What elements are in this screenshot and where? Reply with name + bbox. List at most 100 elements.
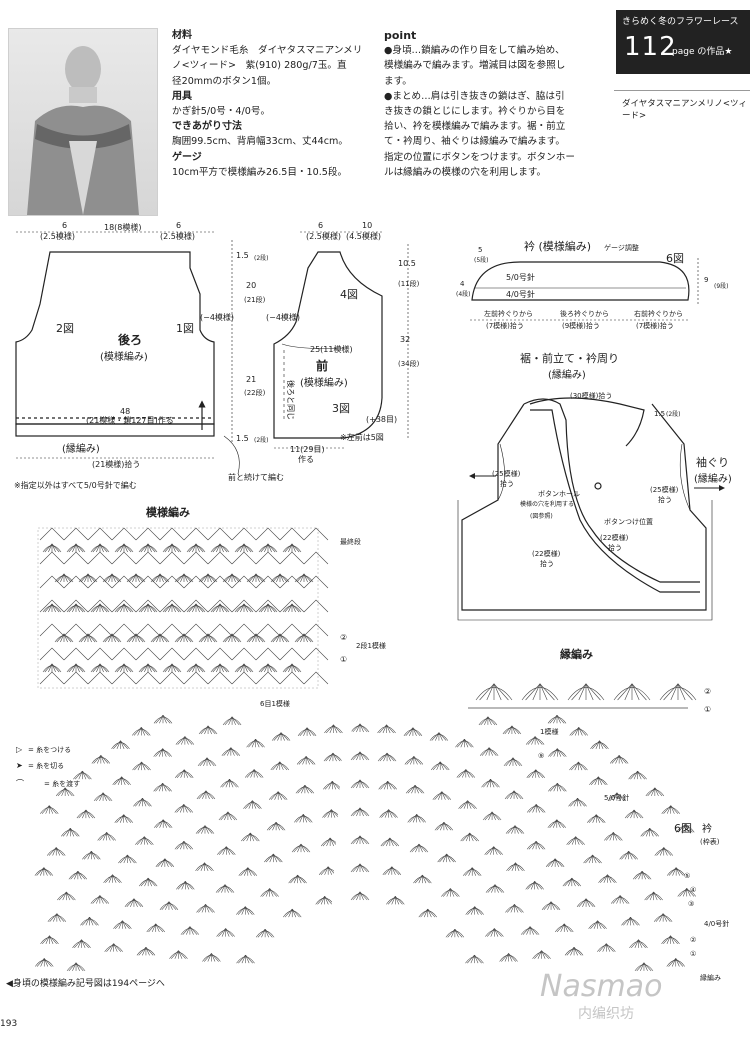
edging-p22a-sub: 拾う xyxy=(540,559,554,568)
stitch-line xyxy=(84,633,89,643)
legend-b: = 糸を切る xyxy=(28,761,64,770)
stitch-line xyxy=(384,809,389,818)
stitch-line xyxy=(506,790,515,800)
page-badge: きらめく冬のフラワーレース 112 page の作品★ xyxy=(616,10,750,74)
chain-mesh xyxy=(135,671,161,685)
stitch-line xyxy=(472,867,480,876)
stitch-line xyxy=(670,935,675,944)
stitch-line xyxy=(195,603,200,613)
stitch-line xyxy=(570,947,575,956)
stitch-line xyxy=(547,901,552,910)
stitch-line xyxy=(596,814,604,823)
chain-mesh xyxy=(39,527,65,541)
edging-hole2: 模様の穴を利用する xyxy=(520,500,574,508)
stitch-line xyxy=(557,748,565,757)
stitch-line xyxy=(570,798,578,807)
stitch-line xyxy=(63,573,68,583)
stitch-line xyxy=(299,727,308,737)
stitch-line xyxy=(280,732,285,741)
dim-20: 20 xyxy=(246,281,256,290)
stitch-line xyxy=(626,917,631,926)
stitch-line xyxy=(161,901,170,911)
stitch-line xyxy=(99,832,107,841)
stitch-line xyxy=(413,756,418,765)
stitch-line xyxy=(514,825,519,834)
stitch-line xyxy=(142,947,147,956)
stitch-line xyxy=(123,854,128,864)
stitch-line xyxy=(484,716,489,726)
stitch-line xyxy=(113,943,122,952)
stitch-line xyxy=(253,769,262,778)
stitch-line xyxy=(127,854,135,864)
chain-mesh xyxy=(63,599,89,613)
stitch-line xyxy=(245,800,253,809)
stitch-line xyxy=(531,769,537,778)
stitch-line xyxy=(556,819,565,828)
stitch-line xyxy=(102,792,111,802)
chain-mesh xyxy=(87,551,113,565)
stitch-line xyxy=(681,824,686,833)
stitch-line xyxy=(575,836,580,845)
stitch-line xyxy=(155,819,164,828)
stitch-line xyxy=(56,847,64,856)
stitch-line xyxy=(543,901,552,911)
stitch-line xyxy=(92,603,101,613)
stitch-line xyxy=(582,898,587,907)
stitch-line xyxy=(663,847,668,856)
stitch-line xyxy=(36,958,45,967)
stitch-line xyxy=(379,752,388,762)
stitch-line xyxy=(454,928,463,938)
stitch-line xyxy=(123,663,128,673)
stitch-line xyxy=(324,781,333,790)
stitch-line xyxy=(410,756,415,765)
stitch-line xyxy=(269,853,274,863)
stitch-line xyxy=(327,809,332,818)
stitch-line xyxy=(284,663,293,673)
stitch-line xyxy=(304,784,313,794)
stitch-line xyxy=(487,884,496,893)
stitch-line xyxy=(231,633,240,643)
stitch-line xyxy=(182,926,191,935)
stitch-line xyxy=(465,832,470,842)
series-title: きらめく冬のフラワーレース xyxy=(622,17,739,27)
chain-mesh xyxy=(111,551,137,565)
stitch-line xyxy=(176,769,185,778)
stitch-line xyxy=(303,727,308,736)
stitch-line xyxy=(123,814,128,823)
stitch-line xyxy=(155,714,164,724)
point-l8: 指定の位置にボタンをつけます。ボタンホー xyxy=(384,151,575,163)
stitch-line xyxy=(386,752,391,762)
edging-right: (25模様) xyxy=(650,485,679,494)
stitch-line xyxy=(441,791,446,800)
stitch-line xyxy=(597,920,606,929)
stitch-line xyxy=(276,633,281,643)
stitch-line xyxy=(675,867,680,876)
stitch-line xyxy=(467,800,475,809)
stitch-line xyxy=(460,739,465,748)
stitch-line xyxy=(389,837,394,847)
stitch-line xyxy=(195,543,204,553)
stitch-line xyxy=(277,791,283,800)
chain-mesh xyxy=(159,671,185,685)
stitch-line xyxy=(504,725,513,735)
stitch-line xyxy=(553,748,558,757)
stitch-line xyxy=(264,928,273,938)
stitch-line xyxy=(493,683,502,701)
stitch-line xyxy=(560,923,565,933)
chain-mesh xyxy=(207,575,233,589)
stitch-line xyxy=(571,877,576,887)
stitch-line xyxy=(677,683,686,701)
stitch-line xyxy=(128,633,137,643)
page-number-big: 112 xyxy=(624,32,677,62)
stitch-line xyxy=(51,543,60,553)
stitch-line xyxy=(72,603,77,613)
stitch-line xyxy=(387,866,393,875)
stitch-line xyxy=(176,573,185,583)
stitch-line xyxy=(293,843,302,853)
stitch-line xyxy=(198,904,206,913)
point-l6: 拾い、衿を模様編みで編みます。裾・前立 xyxy=(384,121,566,133)
stitch-line xyxy=(557,783,565,792)
stitch-line xyxy=(529,926,538,935)
chain-mesh xyxy=(63,671,89,685)
legend-c: = 糸を渡す xyxy=(44,779,80,788)
